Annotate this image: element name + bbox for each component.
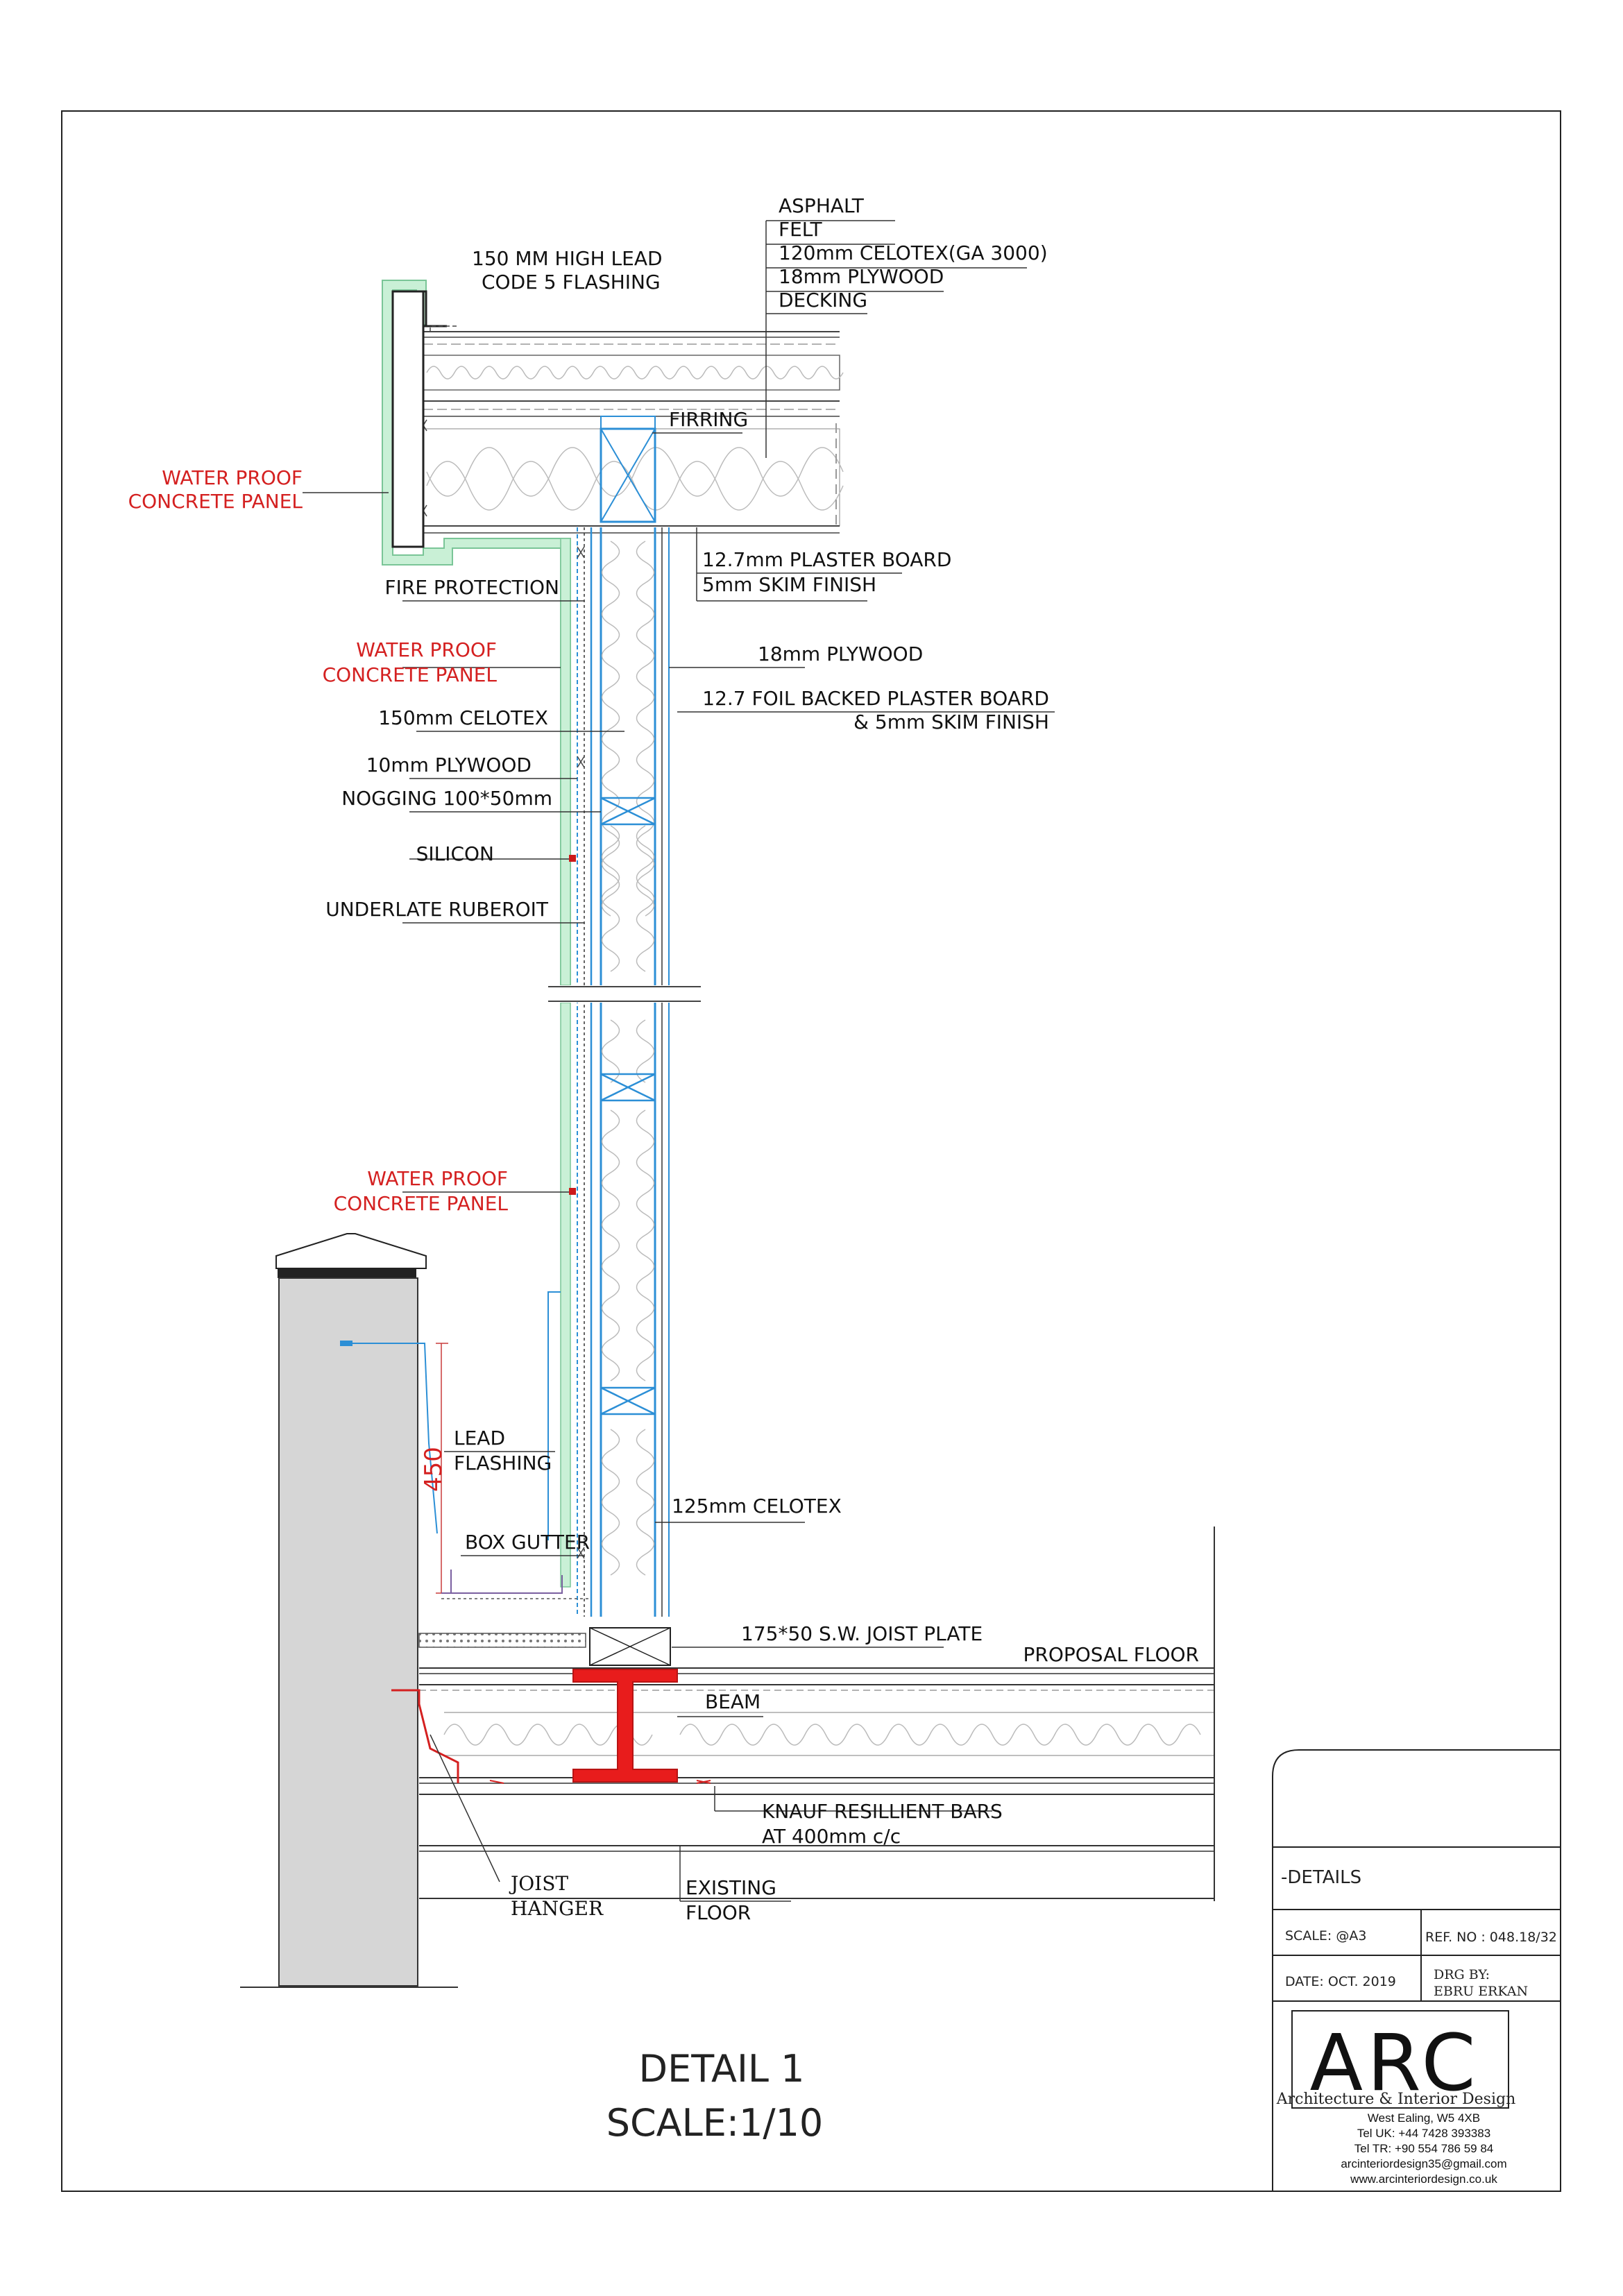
leader-lines (303, 220, 1055, 1902)
arc-logo-subtitle: Architecture & Interior Design (1276, 2091, 1516, 2108)
label-nogging: NOGGING 100*50mm (341, 787, 552, 810)
label-felt: FELT (779, 218, 823, 241)
label-firring: FIRRING (669, 408, 748, 431)
label-fire-protection: FIRE PROTECTION (385, 576, 559, 599)
label-concrete-panel-1a: WATER PROOF (162, 466, 303, 489)
label-foil-plaster-2: & 5mm SKIM FINISH (853, 711, 1049, 733)
detail-title: DETAIL 1 (639, 2047, 805, 2091)
label-celotex-120: 120mm CELOTEX(GA 3000) (779, 241, 1048, 264)
detail-scale: SCALE:1/10 (606, 2101, 824, 2145)
sheet-border (61, 110, 1561, 2192)
label-lead-flashing-2: CODE 5 FLASHING (482, 271, 661, 294)
label-plywood-roof: 18mm PLYWOOD (779, 265, 944, 288)
arc-logo-frame (1291, 2010, 1509, 2109)
label-joist-plate: 175*50 S.W. JOIST PLATE (741, 1622, 983, 1645)
label-joist-hanger-2: HANGER (511, 1897, 604, 1920)
arc-logo: ARC (1309, 2018, 1479, 2109)
parapet-concrete-panel (382, 280, 571, 986)
label-lead-1: LEAD (454, 1427, 505, 1449)
label-concrete-panel-3b: CONCRETE PANEL (334, 1192, 509, 1215)
label-beam: BEAM (705, 1690, 760, 1713)
tb-address: West Ealing, W5 4XB (1368, 2111, 1480, 2125)
label-decking: DECKING (779, 289, 867, 312)
tb-date: DATE: OCT. 2019 (1285, 1974, 1396, 1989)
label-plywood-18-wall: 18mm PLYWOOD (758, 643, 923, 665)
tb-tel-uk: Tel UK: +44 7428 393383 (1357, 2127, 1490, 2140)
roof-buildup (419, 331, 844, 534)
label-concrete-panel-2b: CONCRETE PANEL (323, 663, 498, 686)
label-concrete-panel-1b: CONCRETE PANEL (128, 490, 303, 513)
tb-details: -DETAILS (1281, 1867, 1361, 1888)
label-asphalt: ASPHALT (779, 194, 865, 217)
label-celotex-125: 125mm CELOTEX (672, 1495, 842, 1517)
label-proposal-floor: PROPOSAL FLOOR (1023, 1643, 1200, 1666)
tb-drg-by: DRG BY: (1434, 1967, 1490, 1982)
label-plywood-10: 10mm PLYWOOD (366, 754, 532, 776)
timber-frame-wall (548, 527, 701, 1666)
tb-scale: SCALE: @A3 (1285, 1928, 1366, 1944)
label-lead-flashing-1: 150 MM HIGH LEAD (472, 247, 663, 270)
label-joist-hanger-1: JOIST (509, 1872, 568, 1895)
label-existing-floor-1: EXISTING (686, 1876, 776, 1899)
label-lead-2: FLASHING (454, 1452, 552, 1474)
label-underlate: UNDERLATE RUBEROIT (325, 898, 549, 921)
tb-ref: REF. NO : 048.18/32 (1425, 1930, 1557, 1945)
label-concrete-panel-3a: WATER PROOF (367, 1167, 508, 1190)
label-knauf-1: KNAUF RESILLIENT BARS (762, 1800, 1003, 1823)
label-celotex-150: 150mm CELOTEX (378, 706, 548, 729)
steel-beam (572, 1669, 678, 1783)
label-foil-plaster-1: 12.7 FOIL BACKED PLASTER BOARD (702, 687, 1049, 710)
label-knauf-2: AT 400mm c/c (762, 1825, 901, 1848)
tb-website: www.arcinteriordesign.co.uk (1350, 2172, 1497, 2186)
tb-drawn-by: EBRU ERKAN (1434, 1984, 1528, 1999)
label-box-gutter: BOX GUTTER (465, 1531, 590, 1554)
title-block (1272, 1749, 1561, 2191)
label-existing-floor-2: FLOOR (686, 1901, 751, 1924)
label-plaster-127: 12.7mm PLASTER BOARD (702, 548, 951, 571)
floor-structure (391, 1527, 1215, 1901)
label-concrete-panel-2a: WATER PROOF (356, 638, 497, 661)
tb-tel-tr: Tel TR: +90 554 786 59 84 (1354, 2142, 1494, 2155)
label-silicon: SILICON (416, 842, 494, 865)
pier-wall (240, 1233, 590, 1988)
tb-email: arcinteriordesign35@gmail.com (1341, 2157, 1506, 2170)
dimension-450: 450 (420, 1447, 448, 1492)
label-skim: 5mm SKIM FINISH (702, 573, 876, 596)
